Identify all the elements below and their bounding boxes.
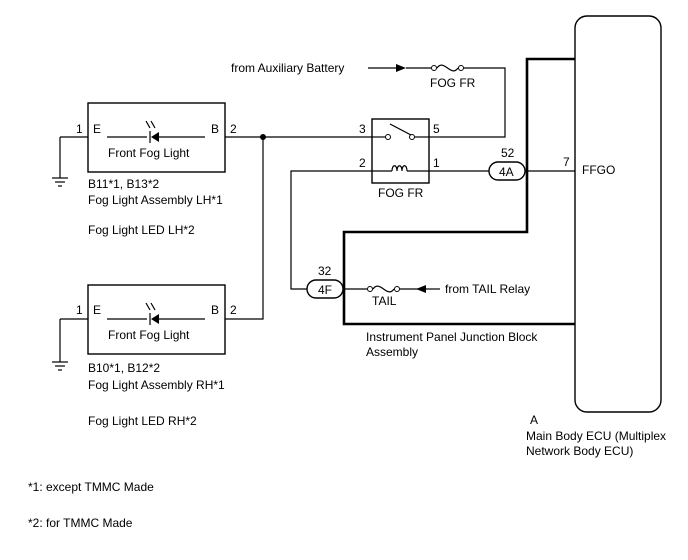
fuse-fog-left-terminal [431, 65, 437, 71]
fuse-fog-label: FOG FR [430, 76, 476, 90]
connector-4a-id: 4A [499, 165, 514, 179]
fog-lh-ray-1 [145, 120, 151, 129]
fog-rh-label-b: B [211, 303, 219, 317]
wire-fuse-to-relay-pin5 [440, 67, 506, 138]
fog-rh-pin-e: 1 [76, 303, 83, 317]
relay-pin-5: 5 [433, 122, 440, 136]
fog-lh-assembly: Fog Light Assembly LH*1 [88, 193, 223, 207]
fog-lh-label-b: B [211, 122, 219, 136]
relay-fog-fr-box [371, 118, 430, 184]
fog-rh-name: Front Fog Light [108, 328, 190, 342]
connector-4a-pin: 52 [501, 146, 515, 160]
relay-contact-right [409, 134, 415, 140]
fog-lh-label-e: E [93, 122, 101, 136]
fog-rh-led-icon [151, 314, 159, 324]
battery-feed-label: from Auxiliary Battery [231, 61, 344, 75]
fuse-fog-right-terminal [458, 65, 464, 71]
relay-pin-1: 1 [433, 156, 440, 170]
fog-rh-connector: B10*1, B12*2 [88, 361, 160, 375]
ecu-connector-label: A [530, 413, 538, 427]
main-body-ecu-box [574, 15, 662, 413]
relay-pin-2: 2 [359, 156, 366, 170]
junction-block-label-line-1: Instrument Panel Junction Block [366, 330, 538, 344]
fog-rh-pin-b: 2 [230, 303, 237, 317]
fog-rh-led: Fog Light LED RH*2 [88, 414, 197, 428]
fog-lh-name: Front Fog Light [108, 146, 190, 160]
junction-block-outline [342, 57, 575, 326]
tail-relay-label: from TAIL Relay [445, 282, 530, 296]
ecu-pin-7: 7 [563, 155, 570, 169]
fog-rh-ray-1 [145, 302, 151, 311]
relay-contact-left [385, 134, 391, 140]
fuse-tail-right-terminal [394, 286, 400, 292]
fog-rh-label-e: E [93, 303, 101, 317]
ecu-name-line-1: Main Body ECU (Multiplex [526, 429, 666, 443]
fog-lh-pin-e: 1 [76, 122, 83, 136]
battery-arrow-icon [396, 64, 406, 72]
connector-4f-id: 4F [318, 283, 332, 297]
relay-pin-3: 3 [359, 122, 366, 136]
fuse-tail-left-terminal [367, 286, 373, 292]
ecu-signal-ffgo: FFGO [582, 163, 615, 177]
fuse-tail-label: TAIL [372, 294, 397, 308]
ecu-name-line-2: Network Body ECU) [526, 444, 633, 458]
relay-coil-icon [391, 165, 408, 172]
tail-relay-arrow-icon [416, 285, 426, 293]
relay-switch-arm [389, 123, 412, 136]
fog-lh-led-icon [151, 132, 159, 142]
note-1: *1: except TMMC Made [28, 480, 154, 494]
wire-splice-to-rh-fog [225, 137, 264, 320]
fog-lh-led: Fog Light LED LH*2 [88, 223, 195, 237]
fuse-tail-icon [372, 285, 395, 293]
note-2: *2: for TMMC Made [28, 516, 133, 530]
fog-rh-ray-2 [150, 302, 156, 311]
connector-4f-pin: 32 [318, 264, 332, 278]
fuse-fog-icon [436, 64, 459, 72]
fog-rh-assembly: Fog Light Assembly RH*1 [88, 378, 225, 392]
junction-block-label-line-2: Assembly [366, 345, 418, 359]
fog-lh-pin-b: 2 [230, 122, 237, 136]
fog-lh-connector: B11*1, B13*2 [88, 177, 159, 191]
wire-relay-pin2-to-4f [290, 170, 372, 290]
fog-lh-ray-2 [150, 120, 156, 129]
relay-label: FOG FR [378, 186, 424, 200]
